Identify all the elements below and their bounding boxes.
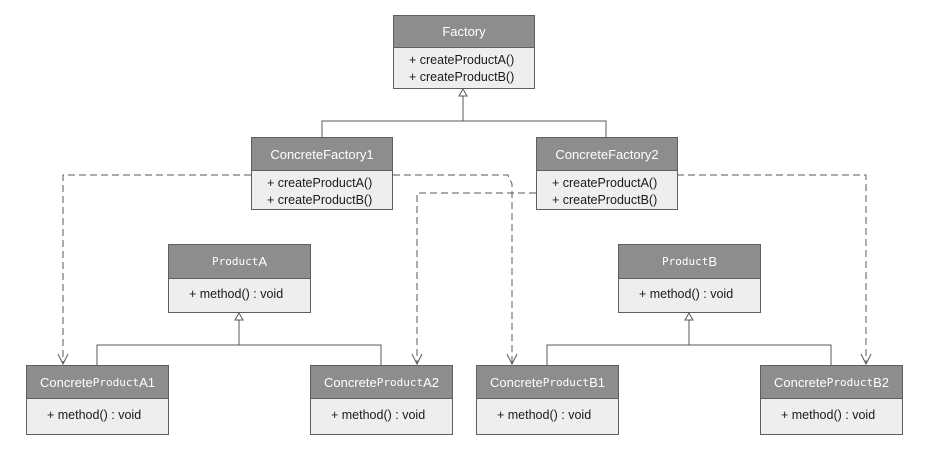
dep-cf2-to-a2 [416,192,536,363]
method-create-product-b: + createProductB() [552,193,658,207]
inherit-line-cf1 [321,96,464,137]
method-method: + method() : void [497,408,592,422]
dep-cf1-to-a1 [62,174,251,363]
inherit-line-b1 [546,320,690,365]
class-concrete-factory-2-methods: + createProductA() + createProductB() [537,171,677,209]
class-product-b-methods: + method() : void [619,279,760,303]
name-part-concrete: Concrete [39,374,93,390]
dep-arrowhead-b2 [860,353,872,366]
class-factory[interactable]: Factory + createProductA() + createProdu… [393,15,535,89]
inherit-arrowhead-product-b [684,311,694,321]
class-concrete-product-b2-methods: + method() : void [761,399,902,424]
dep-cf1-to-b1 [393,174,513,363]
name-part-suffix: A2 [423,374,439,390]
inherit-arrowhead-product-a [234,311,244,321]
inheritance-factory [321,87,607,137]
name-part-suffix: B2 [873,374,889,390]
method-create-product-a: + createProductA() [409,53,515,67]
method-method: + method() : void [331,408,426,422]
class-factory-methods: + createProductA() + createProductB() [394,48,534,86]
name-part-concrete: Concrete [489,374,543,390]
method-method: + method() : void [189,287,284,301]
inherit-arrowhead-factory [458,87,468,97]
dependency-arrowheads [57,353,872,366]
class-factory-name: Factory [394,16,534,48]
name-part-concrete: Concrete [773,374,827,390]
class-concrete-factory-1-methods: + createProductA() + createProductB() [252,171,392,209]
class-concrete-product-a1-methods: + method() : void [27,399,168,424]
method-create-product-a: + createProductA() [552,176,658,190]
inheritance-product-a [96,311,382,365]
name-part-product: Product [376,375,424,389]
name-part-suffix: B [708,254,718,269]
method-create-product-a: + createProductA() [267,176,373,190]
method-create-product-b: + createProductB() [267,193,373,207]
name-part-concrete: Concrete [323,374,377,390]
inherit-line-a1 [96,320,240,365]
name-part-suffix: A1 [139,374,155,390]
name-part-suffix: A [258,254,268,269]
dep-cf2-to-b2 [677,174,867,363]
dep-arrowhead-b1 [506,353,518,366]
method-method: + method() : void [639,287,734,301]
inherit-line-a2 [239,344,382,365]
inherit-line-cf2 [463,120,607,137]
name-part-product: Product [542,375,590,389]
class-product-a-methods: + method() : void [169,279,310,303]
class-concrete-factory-1[interactable]: ConcreteFactory1 + createProductA() + cr… [251,137,393,210]
inherit-line-b2 [689,344,832,365]
name-part-product: Product [661,255,709,268]
dep-arrowhead-a2 [411,353,423,366]
class-concrete-factory-2-name: ConcreteFactory2 [537,138,677,171]
name-part-product: Product [92,375,140,389]
class-concrete-factory-2[interactable]: ConcreteFactory2 + createProductA() + cr… [536,137,678,210]
method-method: + method() : void [47,408,142,422]
class-concrete-factory-1-name: ConcreteFactory1 [252,138,392,171]
method-method: + method() : void [781,408,876,422]
class-concrete-product-a2-methods: + method() : void [311,399,452,424]
dep-arrowhead-a1 [57,353,69,366]
name-part-product: Product [826,375,874,389]
class-concrete-product-b1-methods: + method() : void [477,399,618,424]
name-part-suffix: B1 [589,374,605,390]
dependency-lines [62,174,867,363]
name-part-product: Product [211,255,259,268]
method-create-product-b: + createProductB() [409,70,515,84]
inheritance-product-b [546,311,832,365]
